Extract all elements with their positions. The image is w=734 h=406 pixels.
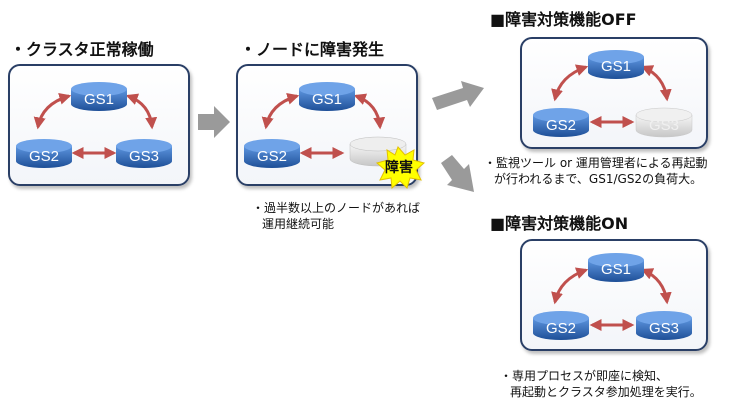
red-arrow	[261, 92, 300, 130]
panel-feature-on-graphics: GS1 GS2 GS3	[533, 253, 692, 340]
note-off-line2: が行われるまで、GS1/GS2の負荷大。	[494, 172, 703, 186]
node-gs2-label: GS2	[546, 320, 576, 337]
flow-arrow-right	[198, 106, 230, 138]
flow-arrow-to-on	[441, 155, 474, 192]
note-on-line2: 再起動とクラスタ参加処理を実行。	[510, 385, 702, 399]
node-gs3-label: GS3	[649, 117, 679, 134]
node-gs1-label: GS1	[312, 91, 342, 108]
heading-node-fault: ・ノードに障害発生	[240, 40, 385, 59]
heading-cluster-normal: ・クラスタ正常稼働	[10, 40, 154, 59]
node-gs1: GS1	[588, 50, 644, 79]
red-arrow	[551, 267, 589, 305]
red-arrow	[640, 268, 672, 305]
node-gs3-label: GS3	[129, 148, 159, 165]
flow-arrow-to-off	[432, 81, 484, 110]
note-majority: ・過半数以上のノードがあれば 運用継続可能	[252, 200, 420, 232]
node-gs1: GS1	[299, 82, 355, 111]
note-majority-line1: ・過半数以上のノードがあれば	[252, 201, 421, 215]
node-gs1-label: GS1	[601, 261, 631, 278]
node-gs2-label: GS2	[546, 117, 576, 134]
node-gs2: GS2	[533, 108, 589, 137]
note-on-line1: ・専用プロセスが即座に検知、	[500, 369, 669, 383]
red-arrow	[551, 64, 589, 102]
red-arrow	[640, 65, 672, 102]
panel-feature-off-graphics: GS1 GS2 GS3	[533, 50, 693, 138]
node-gs2: GS2	[533, 311, 589, 340]
note-feature-on: ・専用プロセスが即座に検知、 再起動とクラスタ参加処理を実行。	[500, 368, 702, 400]
node-gs1-label: GS1	[601, 58, 631, 75]
red-arrow	[33, 92, 72, 130]
node-gs2-label: GS2	[257, 148, 287, 165]
heading-feature-off: ■障害対策機能OFF	[490, 10, 637, 29]
heading-feature-on: ■障害対策機能ON	[490, 214, 629, 233]
fault-burst-icon	[375, 146, 426, 190]
node-gs3-label: GS3	[649, 320, 679, 337]
node-gs3: GS3	[116, 139, 172, 168]
node-gs1-label: GS1	[84, 91, 114, 108]
panel-fault-graphics: GS1 GS2 障害	[244, 82, 426, 190]
note-feature-off: ・監視ツール or 運用管理者による再起動 が行われるまで、GS1/GS2の負荷…	[484, 155, 708, 187]
red-arrow	[353, 93, 386, 130]
note-off-line1: ・監視ツール or 運用管理者による再起動	[484, 156, 708, 170]
node-gs2: GS2	[16, 139, 72, 168]
node-gs3-failed: GS3	[635, 107, 693, 138]
red-arrow	[125, 93, 158, 130]
node-gs1: GS1	[588, 253, 644, 282]
node-gs1: GS1	[71, 82, 127, 111]
node-gs2: GS2	[244, 139, 300, 168]
panel-normal-graphics: GS1 GS2 GS3	[16, 82, 172, 168]
node-gs2-label: GS2	[29, 148, 59, 165]
node-gs3: GS3	[636, 311, 692, 340]
note-majority-line2: 運用継続可能	[262, 217, 335, 231]
fault-label: 障害	[385, 159, 413, 176]
